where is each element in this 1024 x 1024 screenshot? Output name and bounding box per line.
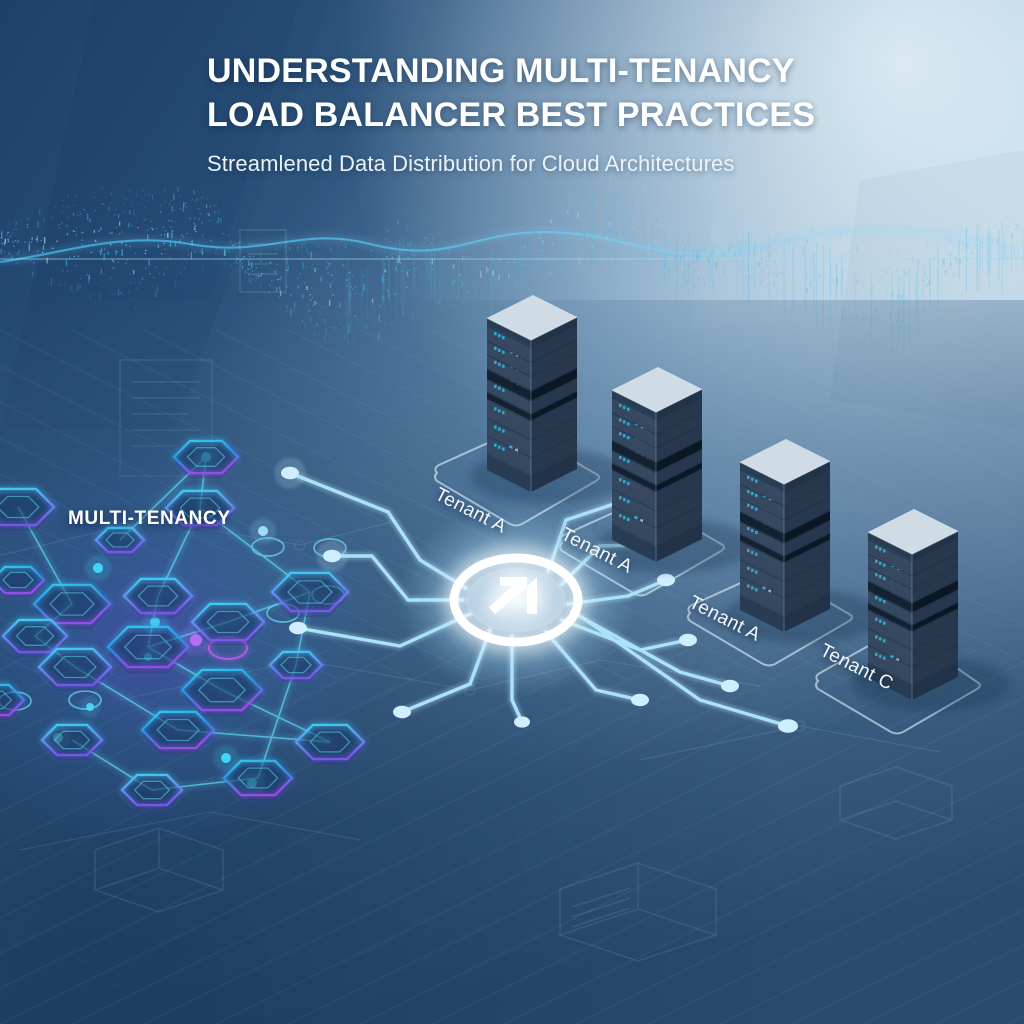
- server-rack: [595, 367, 753, 573]
- server-rack: [470, 295, 628, 503]
- load-balancer-hub[interactable]: [396, 504, 636, 696]
- server-racks: [470, 295, 1009, 711]
- server-rack: [723, 439, 881, 643]
- multi-tenancy-hex-cluster: [0, 430, 380, 850]
- server-rack: [851, 509, 1009, 711]
